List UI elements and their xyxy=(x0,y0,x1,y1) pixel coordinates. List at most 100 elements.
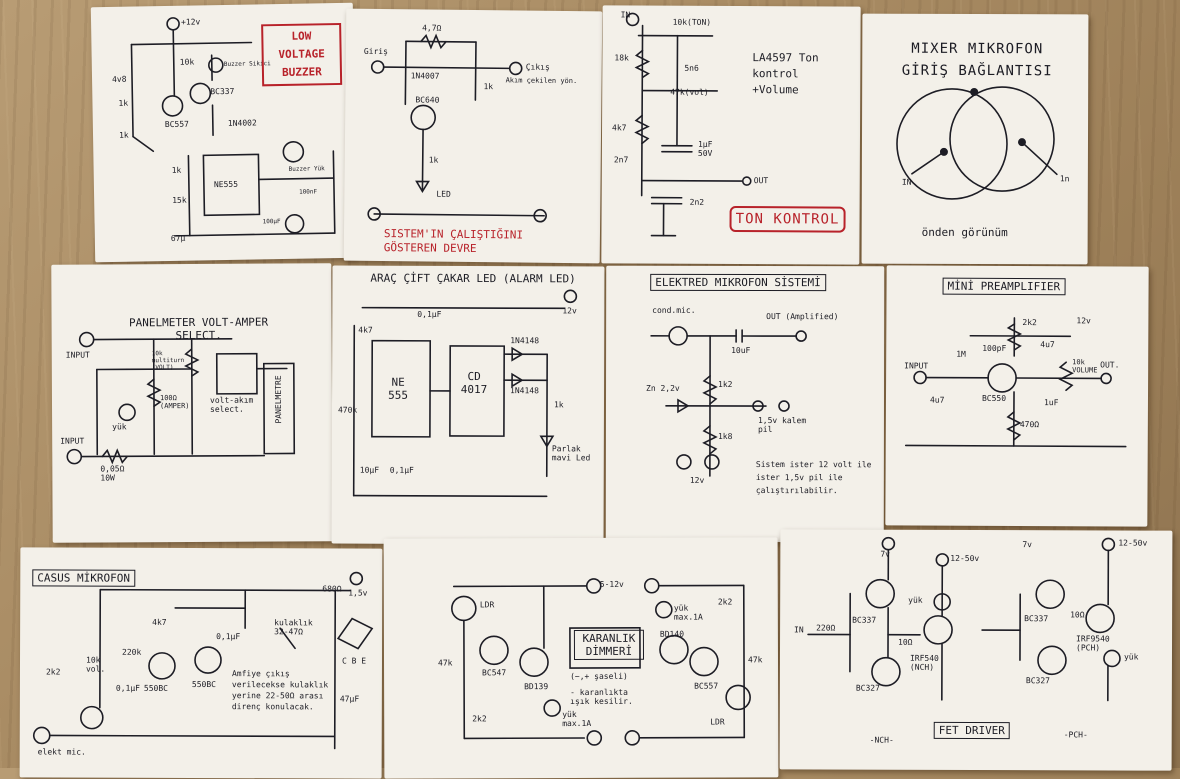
fet-label-12: 10Ω xyxy=(1070,610,1084,619)
current-label-5: Akım çekilen yön. xyxy=(506,76,578,85)
buzzer-title: LOW VOLTAGE BUZZER xyxy=(261,23,342,86)
spy-label-13: 2k2 xyxy=(46,667,60,676)
card-darkness-dimmer: 5-12v LDR 47k BC547 BD139 2k2 KARANLIK D… xyxy=(384,537,779,778)
panel-label-6: INPUT xyxy=(60,437,84,446)
buzzer-label-0: +12v xyxy=(181,17,200,26)
flasher-label-6: 1k xyxy=(554,400,564,409)
dimmer-label-12: BC557 xyxy=(694,682,718,691)
preamp-label-4: 4u7 xyxy=(1040,340,1055,349)
dimmer-label-3: BC547 xyxy=(482,668,506,677)
buzzer-label-9: NE555 xyxy=(214,180,238,189)
dimmer-label-7: - karanlıkta ışık kesilir. xyxy=(570,688,650,706)
tone-label-10: 2n2 xyxy=(690,198,705,207)
fet-label-4: IN xyxy=(794,625,804,634)
card-mini-preamplifier: MİNİ PREAMPLIFIER 12v 2k2 1M 100pF 4u7 I… xyxy=(885,265,1148,526)
preamp-label-6: 4u7 xyxy=(930,396,945,405)
fet-label-13: IRF9540 (PCH) xyxy=(1076,634,1120,652)
fet-title: FET DRIVER xyxy=(934,722,1010,739)
current-label-7: 1k xyxy=(429,156,439,165)
current-title: Sistem'in çalıştığını gösteren devre xyxy=(384,227,554,257)
buzzer-label-15: 100µF xyxy=(263,218,281,225)
preamp-label-1: 2k2 xyxy=(1022,318,1037,327)
electret-schematic xyxy=(606,266,884,542)
tone-label-7: 1µF 50V xyxy=(698,140,728,158)
preamp-label-3: 100pF xyxy=(982,344,1006,353)
spy-label-11: C B E xyxy=(342,656,366,665)
dimmer-label-13: 47k xyxy=(748,655,762,664)
flasher-label-9: 470k xyxy=(338,406,357,415)
fet-label-15: BC327 xyxy=(1026,676,1050,685)
buzzer-label-12: 67µ xyxy=(171,234,186,243)
card-mixer-microphone: MIXER MIKROFON GİRİŞ BAĞLANTISI IN 1n ön… xyxy=(862,14,1089,265)
dimmer-label-9: yük max.1A xyxy=(674,604,714,622)
spy-label-7: 0,1µF xyxy=(116,684,140,693)
panel-label-4: PANELMETRE xyxy=(274,375,283,423)
dimmer-label-6: (−,+ şaseli) xyxy=(570,672,628,681)
electret-label-7: 12v xyxy=(690,476,704,485)
tone-label-3: 5n6 xyxy=(684,64,699,73)
dimmer-label-5: 2k2 xyxy=(472,714,486,723)
mixer-label-2: önden görünüm xyxy=(922,226,1008,239)
mixer-title: MIXER MIKROFON GİRİŞ BAĞLANTISI xyxy=(892,38,1062,83)
flasher-label-10: 10µF xyxy=(360,466,379,475)
spy-label-6: 10k vol. xyxy=(86,656,112,674)
card-panelmeter: PANELMETER VOLT-AMPER SELECT. INPUT 10k … xyxy=(51,263,332,542)
card-spy-microphone: CASUS MİKROFON 680Ω 1,5v 4k7 0,1µF kulak… xyxy=(20,547,383,778)
buzzer-label-4: 4v8 xyxy=(112,75,127,84)
tone-label-1: 10k(TON) xyxy=(673,18,712,27)
flasher-label-0: 12v xyxy=(562,306,576,315)
preamp-label-10: 1uF xyxy=(1044,398,1059,407)
electret-label-0: cond.mic. xyxy=(652,306,695,315)
tone-label-2: 18k xyxy=(614,53,629,62)
flasher-label-2: 0,1µF xyxy=(417,310,441,319)
electret-label-1: OUT (Amplified) xyxy=(766,312,838,321)
preamp-schematic xyxy=(885,265,1148,526)
fet-label-8: BC327 xyxy=(856,684,880,693)
current-label-6: BC640 xyxy=(415,95,439,104)
panel-label-1: 10k multiturn (VOLT) xyxy=(152,350,192,371)
spy-label-8: 550BC xyxy=(144,684,168,693)
panel-label-5: yük xyxy=(112,422,127,431)
fet-label-5: 220Ω xyxy=(816,623,835,632)
electret-label-8: Sistem ister 12 volt ile ister 1,5v pil … xyxy=(756,458,876,497)
spy-label-10: Amfiye çıkış verilecekse kulaklık yerine… xyxy=(232,668,332,712)
spy-label-14: elekt mic. xyxy=(38,747,86,756)
dimmer-label-0: 5-12v xyxy=(600,580,624,589)
buzzer-label-10: 15k xyxy=(172,196,187,205)
electret-label-2: 10uF xyxy=(731,346,750,355)
preamp-label-0: 12v xyxy=(1076,316,1091,325)
dimmer-title: KARANLIK DİMMERİ xyxy=(574,630,644,660)
dimmer-label-1: LDR xyxy=(480,600,494,609)
current-label-3: 1N4007 xyxy=(411,71,440,80)
panel-label-0: INPUT xyxy=(66,351,90,360)
card-current-indicator: 4,7Ω Giriş Çıkış 1N4007 1k Akım çekilen … xyxy=(344,9,603,264)
fet-label-2: BC337 xyxy=(852,616,876,625)
mixer-label-1: 1n xyxy=(1060,174,1070,183)
spy-label-9: 550BC xyxy=(192,680,216,689)
panel-label-2: 100Ω (AMPER) xyxy=(160,394,200,410)
spy-title: CASUS MİKROFON xyxy=(32,569,135,586)
preamp-label-5: INPUT xyxy=(904,361,928,370)
current-label-8: LED xyxy=(436,190,451,199)
spy-label-5: 220k xyxy=(122,648,141,657)
buzzer-label-13: Buzzer Yük xyxy=(289,165,325,173)
electret-title: ELEKTRED MIKROFON SİSTEMİ xyxy=(650,274,826,291)
current-label-0: 4,7Ω xyxy=(422,23,441,32)
fet-label-10: 12-50v xyxy=(1118,538,1147,547)
fet-label-1: 12-50v xyxy=(950,554,979,563)
card-fet-driver: 7v 12-50v BC337 yük IN 220Ω 10Ω IRF540 (… xyxy=(780,529,1173,770)
card-low-voltage-buzzer: +12v 10k Buzzer Sikici BC337 4v8 1k BC55… xyxy=(91,3,357,263)
fet-label-16: -NCH- xyxy=(870,736,894,745)
electret-label-6: 1,5v kalem pil xyxy=(758,416,808,434)
flasher-label-3: NE 555 xyxy=(380,376,416,402)
buzzer-label-1: 10k xyxy=(180,58,195,67)
buzzer-label-5: 1k xyxy=(118,99,128,108)
spy-label-0: 680Ω xyxy=(322,584,341,593)
spy-label-2: 4k7 xyxy=(152,618,166,627)
flasher-label-11: 0,1µF xyxy=(390,466,414,475)
current-label-4: 1k xyxy=(483,82,493,91)
tone-label-9: OUT xyxy=(754,176,769,185)
flasher-label-8: Parlak mavi Led xyxy=(552,444,592,462)
fet-label-6: 10Ω xyxy=(898,638,912,647)
preamp-label-11: 470Ω xyxy=(1020,420,1039,429)
